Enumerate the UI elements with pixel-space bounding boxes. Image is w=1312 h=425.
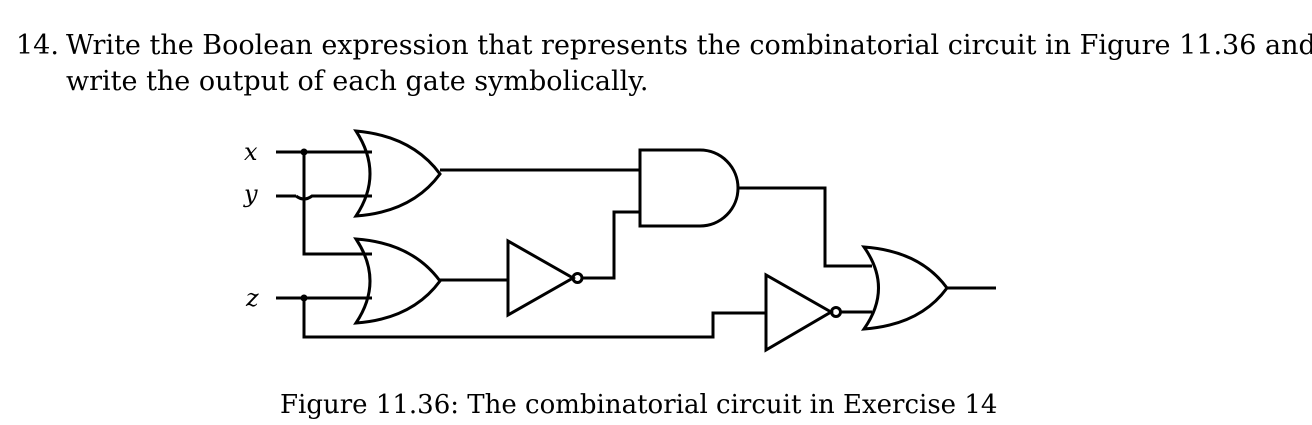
not-gate-2-bubble — [830, 306, 842, 318]
figure-caption: Figure 11.36: The combinatorial circuit … — [280, 390, 998, 420]
wire-y-crossover — [295, 194, 372, 201]
not-gate-2 — [764, 272, 835, 353]
wire-not1-to-and — [582, 210, 640, 280]
wire-z-branch-to-not2 — [302, 298, 766, 339]
not-gate-1-bubble — [571, 272, 584, 284]
problem-text-line-1: Write the Boolean expression that repres… — [66, 30, 1312, 61]
problem-number: 14. — [16, 30, 59, 61]
input-label-z: z — [245, 284, 259, 312]
or-gate-2 — [353, 237, 442, 325]
input-label-x: x — [244, 138, 258, 166]
and-gate — [638, 148, 740, 228]
problem-text-line-2: write the output of each gate symbolical… — [66, 66, 649, 97]
or-gate-3 — [860, 245, 949, 331]
or-gate-1 — [353, 129, 442, 218]
not-gate-1 — [506, 238, 577, 318]
input-label-y: y — [243, 180, 258, 208]
wire-and-to-or3 — [738, 186, 872, 268]
wire-x-branch-to-or2 — [302, 152, 372, 256]
